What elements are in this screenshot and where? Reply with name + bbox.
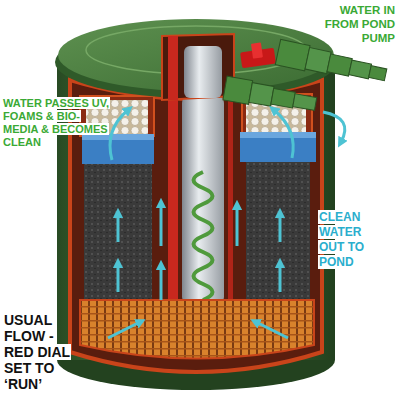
outlet-label: CLEAN WATER OUT TO POND xyxy=(318,210,365,269)
inlet-label: WATER IN FROM POND PUMP xyxy=(324,4,396,44)
process-label: WATER PASSES UV, FOAMS & BIO-MEDIA & BEC… xyxy=(2,97,110,148)
label-block: CLEAN WATER OUT TO POND xyxy=(318,210,378,270)
mode-note: USUAL FLOW - RED DIAL SET TO ‘RUN’ xyxy=(3,312,71,392)
label-block: WATER IN FROM POND PUMP xyxy=(318,3,396,45)
label-block: WATER PASSES UV, FOAMS & BIO-MEDIA & BEC… xyxy=(2,97,114,149)
label-block: USUAL FLOW - RED DIAL SET TO ‘RUN’ xyxy=(3,312,81,392)
